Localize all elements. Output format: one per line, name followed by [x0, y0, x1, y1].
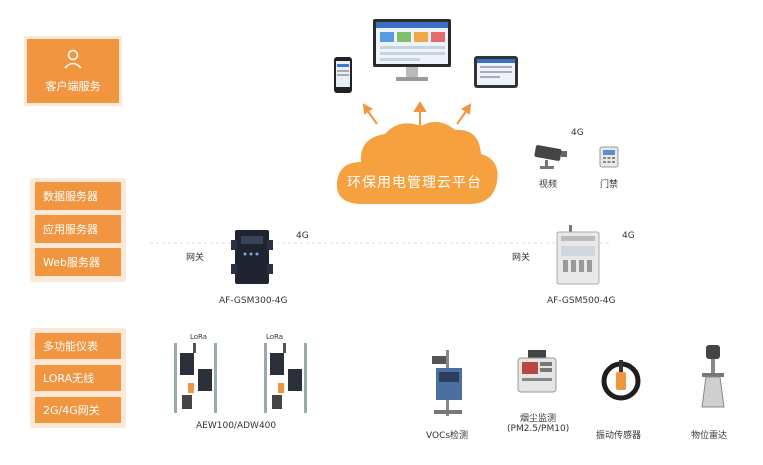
gateway-left-device [229, 226, 275, 292]
vocs-label: VOCs检测 [426, 431, 469, 441]
meter-box: 多功能仪表 [35, 333, 121, 359]
gateway-left-model: AF-GSM300-4G [219, 296, 288, 306]
gateway-box: 2G/4G网关 [35, 397, 121, 423]
lora-meter-2 [256, 343, 318, 417]
cloud-platform-label: 环保用电管理云平台 [347, 175, 482, 191]
dust-monitor-icon [514, 350, 560, 400]
upload-arrows [362, 101, 472, 126]
access-control-label: 门禁 [600, 180, 619, 190]
data-server-box: 数据服务器 [35, 182, 121, 210]
field-panel: 多功能仪表 LORA无线 2G/4G网关 [30, 328, 126, 428]
cloud-shape [336, 121, 498, 204]
lora-box: LORA无线 [35, 365, 121, 391]
server-panel: 数据服务器 应用服务器 Web服务器 [30, 178, 126, 282]
tablet-device [473, 55, 519, 93]
app-server-box: 应用服务器 [35, 215, 121, 243]
gateway-right-device [553, 224, 603, 292]
radar-label: 物位雷达 [691, 431, 728, 441]
client-service-box: 客户端服务 [24, 36, 122, 106]
user-icon [64, 49, 82, 69]
vocs-monitor-icon [428, 350, 472, 420]
lora-tag-1: LoRa [190, 333, 208, 341]
dust-label-line2: (PM2.5/PM10) [507, 424, 570, 434]
gateway-left-tag: 网关 [186, 253, 205, 263]
camera-signal-label: 4G [571, 128, 584, 138]
camera-label: 视频 [539, 180, 558, 190]
web-server-box: Web服务器 [35, 248, 121, 276]
desktop-monitor [372, 18, 452, 88]
dust-label-line1: 烟尘监测 [520, 414, 557, 424]
level-radar-icon [698, 345, 728, 415]
lora-tag-2: LoRa [266, 333, 284, 341]
gateway-right-tag: 网关 [512, 253, 531, 263]
gateway-right-model: AF-GSM500-4G [547, 296, 616, 306]
gateway-left-signal: 4G [296, 231, 309, 241]
camera-icon [531, 144, 571, 174]
vibration-sensor-icon [598, 358, 644, 408]
client-service-label: 客户端服务 [45, 80, 101, 93]
phone-device [333, 56, 353, 98]
lora-model-label: AEW100/ADW400 [196, 421, 277, 431]
lora-meter-1 [166, 343, 228, 417]
gateway-right-signal: 4G [622, 231, 635, 241]
access-control-icon [598, 146, 620, 172]
vibration-label: 振动传感器 [596, 431, 642, 441]
